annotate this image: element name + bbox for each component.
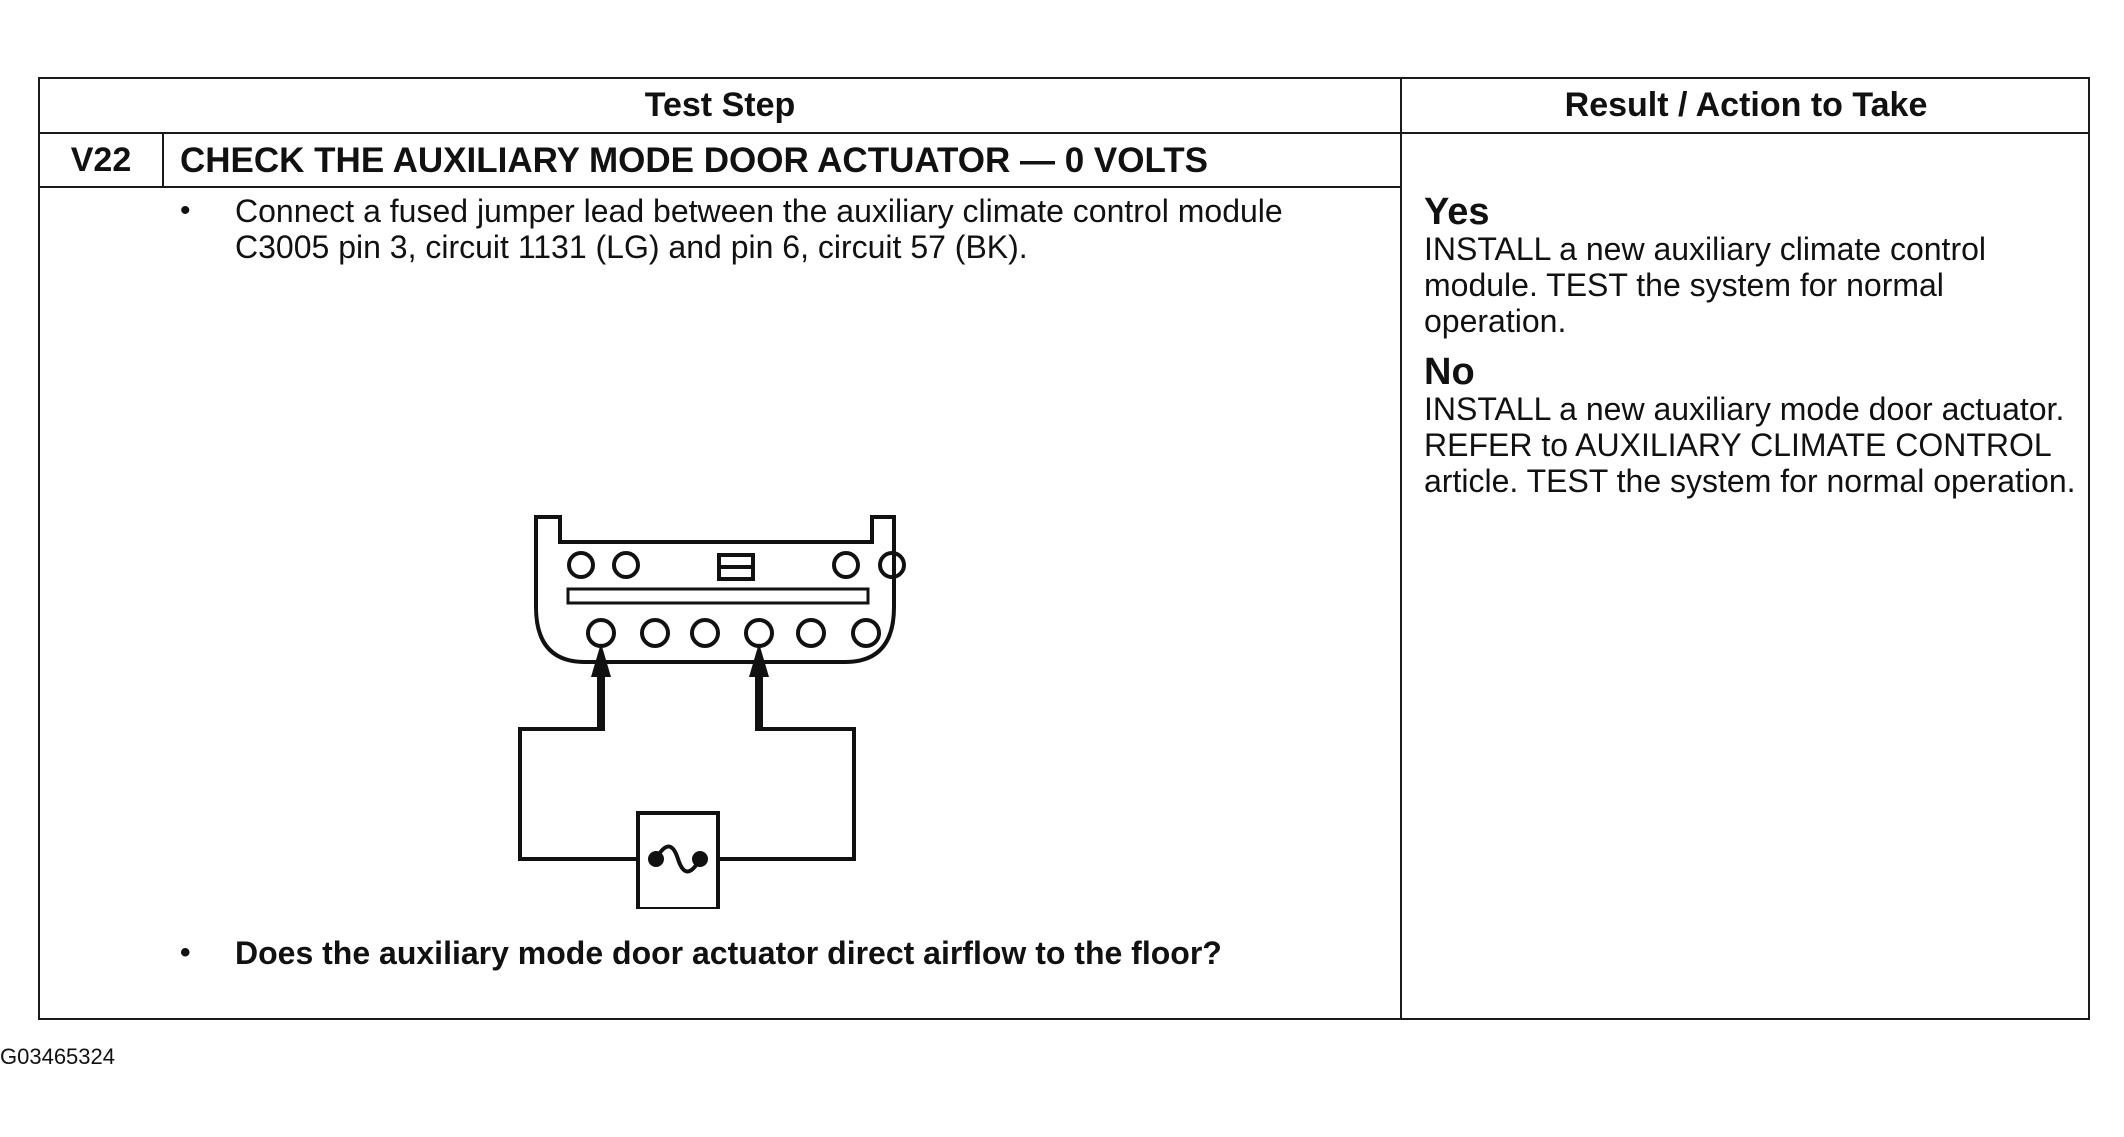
fuse-terminal — [648, 851, 664, 867]
bullet-icon: • — [180, 936, 191, 969]
pin-circle — [878, 551, 906, 579]
test-step-table: Test Step Result / Action to Take V22 CH… — [38, 77, 2090, 1020]
connector-bar — [566, 587, 870, 605]
pin-circle — [832, 551, 860, 579]
header-result-action: Result / Action to Take — [1564, 86, 1928, 124]
step-number: V22 — [70, 141, 132, 179]
pin-circle — [567, 551, 595, 579]
pin-circle — [640, 618, 670, 648]
step-number-divider — [162, 134, 164, 186]
pin-circle — [744, 618, 774, 648]
pin-circle — [586, 618, 616, 648]
step-instruction: Connect a fused jumper lead between the … — [235, 193, 1283, 265]
header-rule — [40, 132, 2088, 134]
fused-jumper-icon — [636, 811, 720, 909]
result-no-label: No — [1424, 351, 1475, 393]
result-yes-label: Yes — [1424, 191, 1490, 233]
bullet-icon: • — [180, 194, 191, 227]
pin-circle — [690, 618, 720, 648]
step-title: CHECK THE AUXILIARY MODE DOOR ACTUATOR —… — [180, 141, 1209, 180]
probe-arrow-left — [591, 643, 611, 677]
connector-housing — [534, 515, 896, 664]
probe-arrow-right — [749, 643, 769, 677]
result-no-action: INSTALL a new auxiliary mode door actuat… — [1424, 391, 2076, 499]
pin-circle — [851, 618, 881, 648]
pin-circle — [612, 551, 640, 579]
pin-circle — [796, 618, 826, 648]
result-yes-action: INSTALL a new auxiliary climate control … — [1424, 231, 1986, 339]
column-divider — [1400, 79, 1402, 1018]
fuse-element — [654, 844, 702, 874]
jumper-wire-right — [718, 674, 856, 861]
jumper-wire-left — [518, 674, 638, 861]
title-rule — [40, 186, 1400, 188]
figure-id: G03465324 — [0, 1044, 115, 1069]
step-question: Does the auxiliary mode door actuator di… — [235, 935, 1222, 971]
connector-c3005-icon — [518, 515, 906, 909]
fuse-terminal — [692, 851, 708, 867]
header-test-step: Test Step — [644, 86, 796, 124]
